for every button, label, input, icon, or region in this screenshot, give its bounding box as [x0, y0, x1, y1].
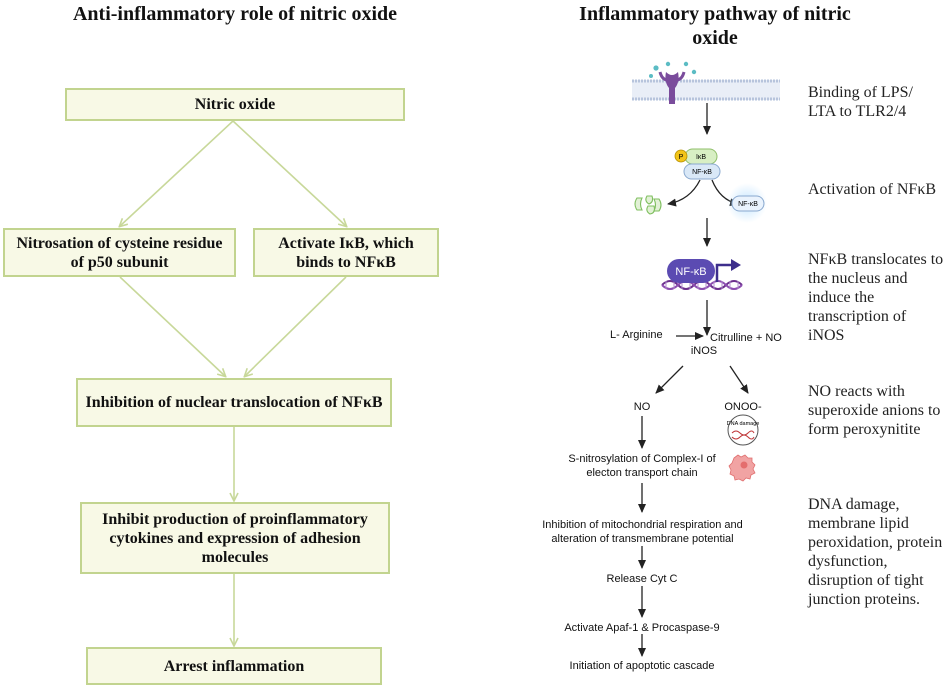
box-arrest-inflammation: Arrest inflammation: [86, 647, 382, 685]
left-title: Anti-inflammatory role of nitric oxide: [72, 3, 397, 25]
arrow-inos-to-no: [655, 365, 684, 394]
arrow-inos-to-onoo: [729, 365, 749, 394]
degraded-ikb-icon: [634, 195, 662, 215]
desc-no-reacts: NO reacts with superoxide anions to form…: [808, 383, 941, 438]
box-nitrosation: Nitrosation of cysteine residue of p50 s…: [3, 228, 236, 277]
phospho-label: P: [679, 154, 684, 161]
arrow-complex-to-ikb-degraded: [667, 179, 701, 207]
arrow-nitrosation-to-inhibition: [119, 276, 225, 376]
label-inhibition-mitochondrial: Inhibition of mitochondrial respiration …: [542, 519, 743, 545]
right-title: Inflammatory pathway of nitric oxide: [579, 3, 851, 49]
arrow-activate-to-inhibition: [245, 276, 347, 376]
cell-membrane-icon: [632, 79, 780, 101]
label-activate-apaf: Activate Apaf-1 & Procaspase-9: [564, 622, 720, 634]
label-no: NO: [633, 401, 651, 413]
dna-damage-label: DNA damage: [727, 421, 760, 427]
label-onoo: ONOO-: [724, 401, 762, 413]
label-initiation-apoptotic: Initiation of apoptotic cascade: [569, 660, 715, 672]
damaged-cell-icon: [728, 454, 756, 482]
label-citrulline: Citrulline + NO: [710, 332, 782, 344]
lps-ligand-icon: [649, 61, 697, 78]
free-nfkb-icon: NF-κB: [727, 183, 767, 223]
nfkb-label: NF-κB: [692, 169, 712, 176]
tlr-receptor-icon: [658, 71, 686, 104]
dna-damage-icon: DNA damage: [727, 414, 760, 446]
nfkb-dna-label: NF-κB: [675, 266, 706, 278]
ikb-nfkb-complex-icon: P IκB NF-κB: [674, 148, 721, 180]
box-inhibit-production: Inhibit production of proinflammatory cy…: [80, 502, 390, 574]
arrow-no-to-nitrosation: [120, 120, 234, 226]
box-inhibition-translocation: Inhibition of nuclear translocation of N…: [76, 378, 392, 427]
box-activate-ikb: Activate IκB, which binds to NFκB: [253, 228, 439, 277]
nfkb-free-label: NF-κB: [738, 201, 758, 208]
ikb-label: IκB: [696, 154, 706, 161]
label-release-cytc: Release Cyt C: [606, 573, 678, 585]
arrow-no-to-activate: [232, 120, 346, 226]
box-nitric-oxide: Nitric oxide: [65, 88, 405, 121]
label-l-arginine: L- Arginine: [610, 329, 663, 341]
label-s-nitrosylation: S-nitrosylation of Complex-I of electon …: [568, 453, 716, 479]
desc-binding: Binding of LPS/ LTA to TLR2/4: [808, 84, 913, 120]
nfkb-dna-icon: NF-κB: [661, 259, 743, 290]
desc-dna-damage: DNA damage, membrane lipid peroxidation,…: [808, 496, 943, 608]
desc-translocates: NFκB translocates to the nucleus and ind…: [808, 251, 944, 344]
desc-activation: Activation of NFκB: [808, 181, 937, 198]
label-inos: iNOS: [690, 345, 718, 357]
